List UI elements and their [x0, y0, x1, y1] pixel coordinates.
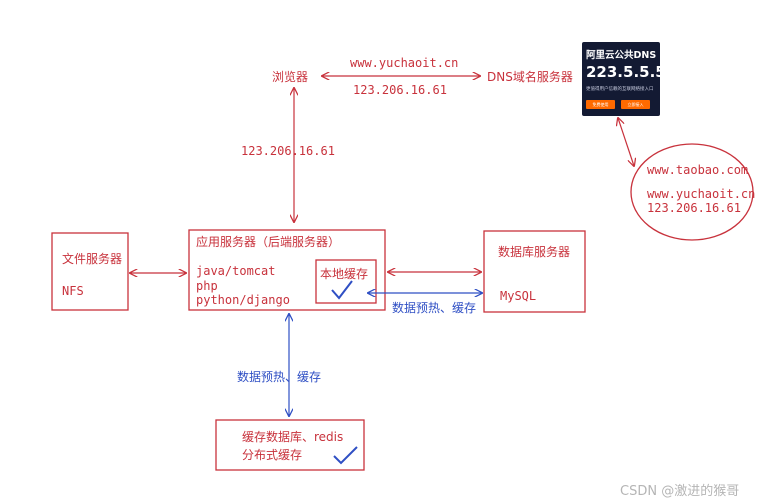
dns-card-subtitle: 更值得用户信赖的互联网络接入口: [586, 87, 654, 92]
dns-card-button-join[interactable]: 立即接入: [621, 100, 650, 109]
cache-db-label: 缓存数据库、redis: [242, 430, 344, 444]
dns-server-node-label: DNS域名服务器: [487, 70, 573, 84]
cache-db-box: [215, 419, 365, 471]
ip-label-left: 123.206.16.61: [241, 144, 335, 158]
stack-python-label: python/django: [196, 293, 290, 307]
distributed-cache-label: 分布式缓存: [242, 448, 303, 462]
app-server-box: [188, 229, 386, 311]
distributed-cache-check-icon: [333, 446, 358, 465]
dns-card-title: 阿里云公共DNS: [586, 50, 657, 61]
stack-java-label: java/tomcat: [196, 264, 276, 278]
stack-php-label: php: [196, 279, 218, 293]
csdn-watermark: CSDN @激进的猴哥: [620, 484, 740, 499]
file-server-title: 文件服务器: [62, 252, 123, 266]
browser-node-label: 浏览器: [272, 70, 309, 84]
db-server-title: 数据库服务器: [498, 245, 571, 259]
aliyun-dns-card: 阿里云公共DNS 223.5.5.5 更值得用户信赖的互联网络接入口 免费使用 …: [582, 42, 666, 116]
domain-label-top: www.yuchaoit.cn: [350, 56, 459, 70]
preheat-label-right: 数据预热、缓存: [392, 301, 477, 315]
local-cache-label: 本地缓存: [320, 267, 369, 281]
local-cache-box: [315, 259, 377, 304]
db-server-box: [483, 230, 586, 313]
local-cache-check-icon: [331, 280, 353, 300]
arrow-dns-card-bubble: [618, 118, 634, 166]
bubble-taobao-domain: www.taobao.com: [647, 163, 749, 177]
dns-records-bubble: [630, 143, 754, 241]
preheat-label-bottom: 数据预热、缓存: [237, 370, 322, 384]
dns-card-ip: 223.5.5.5: [586, 63, 666, 81]
bubble-yuchaoit-domain: www.yuchaoit.cn: [647, 187, 756, 201]
bubble-ip: 123.206.16.61: [647, 201, 741, 215]
file-server-box: [51, 232, 129, 311]
nfs-label: NFS: [62, 284, 84, 298]
mysql-label: MySQL: [500, 289, 537, 303]
dns-card-button-free[interactable]: 免费使用: [586, 100, 615, 109]
app-server-title: 应用服务器（后端服务器）: [196, 235, 341, 249]
ip-label-top: 123.206.16.61: [353, 83, 447, 97]
